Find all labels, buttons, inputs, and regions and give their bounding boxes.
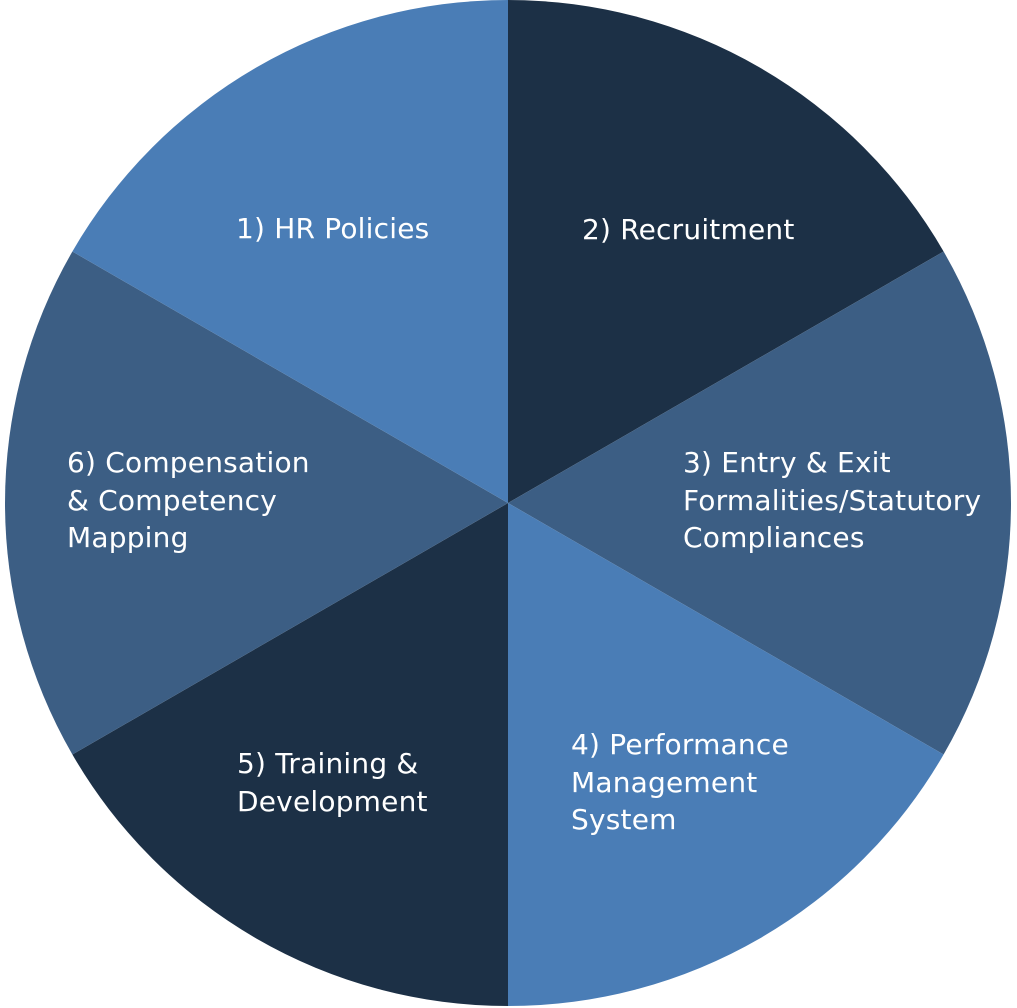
label-recruitment: 2) Recruitment	[582, 211, 795, 249]
label-line: 2) Recruitment	[582, 213, 795, 246]
segment-recruitment	[508, 251, 1011, 755]
label-line: Development	[237, 784, 428, 818]
label-training: 5) Training & Development	[237, 745, 428, 820]
label-hr-policies: 1) HR Policies	[236, 210, 429, 248]
segment-entry-exit	[508, 503, 944, 1006]
label-line: 1) HR Policies	[236, 212, 430, 245]
label-line: System	[571, 803, 677, 836]
label-line: Compliances	[683, 521, 865, 554]
label-line: 4) Performance	[571, 728, 789, 761]
label-compensation: 6) Compensation & Competency Mapping	[67, 444, 310, 557]
label-line: Mapping	[67, 521, 189, 554]
segment-training	[5, 251, 509, 755]
label-performance: 4) Performance Management System	[571, 726, 789, 839]
segment-hr-policies	[508, 0, 944, 503]
label-line: Formalities/Statutory	[683, 483, 982, 517]
label-line: & Competency	[67, 483, 278, 517]
label-line: 6) Compensation	[67, 446, 310, 479]
segment-performance	[72, 503, 508, 1006]
segment-compensation	[72, 0, 508, 503]
label-line: 5) Training &	[237, 747, 419, 780]
label-line: 3) Entry & Exit	[683, 446, 891, 479]
label-entry-exit: 3) Entry & Exit Formalities/Statutory Co…	[683, 444, 981, 557]
label-line: Management	[571, 765, 758, 799]
